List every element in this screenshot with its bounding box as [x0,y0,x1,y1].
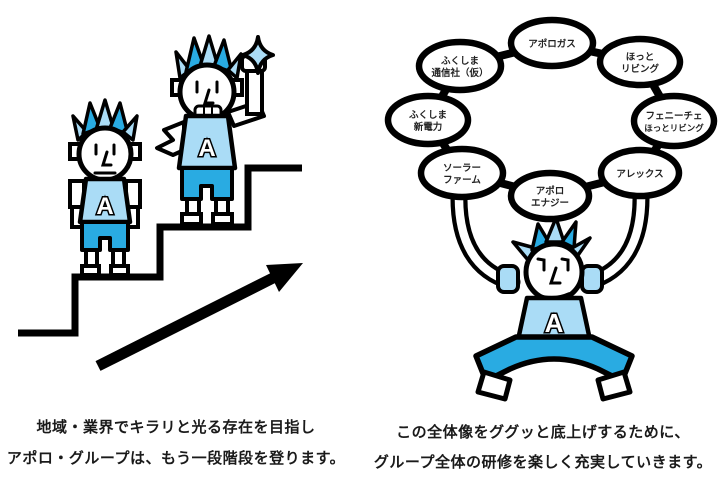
company-label: ほっとリビング [644,123,704,133]
left-caption: 地域・業界でキラリと光る存在を目指し アポロ・グループは、もう一段階段を登ります… [0,412,352,474]
shorts [80,220,130,252]
character-front: A [68,98,142,277]
nose [100,150,113,167]
shirt-letter: A [96,193,113,220]
sparkle-icon [241,35,275,75]
shirt-letter: A [198,135,215,162]
company-label: アレックス [616,169,663,180]
sleeve [580,264,604,294]
shoe [80,264,101,277]
eye [560,257,570,272]
eye [536,257,546,272]
right-caption-line1: この全体像をググッと底上げするために、 [396,424,690,441]
company-node-alex: アレックス [597,146,683,200]
company-label: ソーラー [443,163,481,174]
company-node-apollo-energy: アポロ エナジー [507,169,593,223]
company-label: アポロ [536,185,565,197]
shirt [176,113,238,171]
shoe [180,212,203,226]
right-caption: この全体像をググッと底上げするために、 グループ全体の研修を楽しく充実していきま… [366,418,720,478]
company-label: ふくしま [441,55,479,67]
face [195,80,219,105]
group-ring-scene: アポロガス ふくしま 通信社（仮） ほっと リビング ふくしま 新電力 フェニー… [384,16,718,402]
staircase-line [18,164,302,337]
company-ring: アポロガス ふくしま 通信社（仮） ほっと リビング ふくしま 新電力 フェニー… [384,16,718,223]
company-label: ふくしま [409,109,447,121]
company-node-fenice-hotto-living: フェニーチェ ほっとリビング [630,92,718,150]
arrow-head [266,263,303,292]
company-label: 通信社（仮） [431,67,488,79]
company-node-hotto-living: ほっと リビング [596,35,684,89]
left-caption-line1: 地域・業界でキラリと光る存在を目指し [36,419,316,436]
stairs-scene: A [18,34,303,371]
staircase [18,164,302,337]
company-node-fukushima-shindenryoku: ふくしま 新電力 [384,92,472,148]
shoe [475,369,513,402]
shoe [109,264,130,277]
character-back: A [155,34,275,226]
nose [548,266,562,285]
spiky-hair [71,98,139,142]
company-node-fukushima-tsushinsha: ふくしま 通信社（仮） [415,38,505,94]
company-label: リビング [621,63,660,75]
arrow-shaft [95,273,276,371]
company-label: フェニーチェ [645,111,702,122]
company-label: アポロガス [528,38,576,50]
shoe [595,369,633,402]
company-node-solar-farm: ソーラー ファーム [417,145,507,201]
company-label: エナジー [531,198,569,209]
company-label: 新電力 [414,121,443,133]
left-caption-line2: アポロ・グループは、もう一段階段を登ります。 [6,450,346,467]
company-label: ファーム [443,175,481,186]
sleeve [496,264,520,294]
right-caption-line2: グループ全体の研修を楽しく充実していきます。 [373,454,713,471]
character-lifter: A [473,216,635,402]
shoe [211,212,234,226]
company-label: ほっと [626,52,655,63]
shirt-letter: A [545,308,564,338]
shorts [180,166,234,201]
nose [202,88,215,105]
growth-arrow-icon [95,263,303,371]
company-node-apollo-gas: アポロガス [507,16,597,70]
face [93,143,117,175]
